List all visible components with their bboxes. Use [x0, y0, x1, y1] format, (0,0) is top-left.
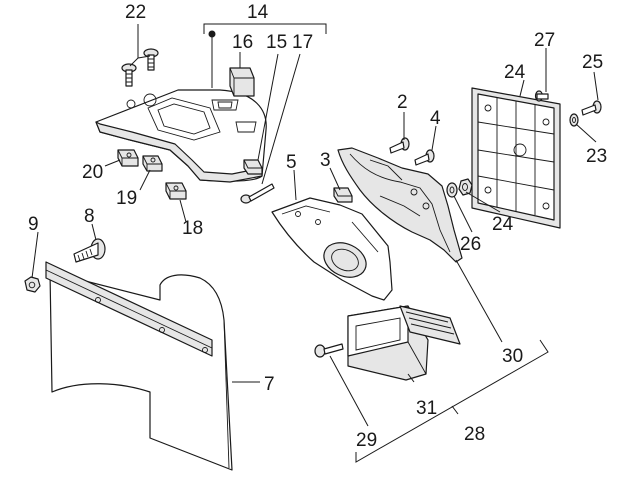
callout-15: 15: [266, 32, 287, 53]
callout-14: 14: [247, 2, 269, 23]
leader-lines: [31, 24, 599, 427]
callout-28: 28: [464, 424, 485, 445]
part-8-bolt: [73, 238, 106, 263]
callout-22: 22: [125, 2, 146, 23]
callout-17: 17: [292, 32, 313, 53]
callout-24-lower: 24: [492, 214, 514, 235]
part-5-side-panel: [271, 197, 393, 301]
callout-26: 26: [460, 234, 481, 255]
part-14-upper-tray: [95, 89, 267, 183]
callout-27: 27: [534, 30, 555, 51]
callout-29: 29: [356, 430, 377, 451]
callout-31: 31: [416, 398, 437, 419]
callout-4: 4: [430, 108, 441, 129]
callout-labels: 22 14 16 15 17 20 19 18 5 3 2 4 8 9 7 27…: [28, 2, 607, 451]
part-27-screw: [534, 90, 549, 102]
part-18-nut-clip: [165, 182, 187, 200]
callout-24-top: 24: [504, 62, 526, 83]
part-26-washer: [446, 182, 458, 198]
part-16-clip: [229, 67, 255, 97]
callout-8: 8: [84, 206, 95, 227]
mudflap-mounting-bar: [45, 261, 213, 357]
callout-20: 20: [82, 162, 103, 183]
part-7-mudflap: [49, 271, 233, 471]
callout-25: 25: [582, 52, 603, 73]
part-20-nut-clip: [117, 149, 139, 167]
part-30-housing: [337, 147, 463, 263]
group-bracket-14: [203, 23, 327, 38]
callout-2: 2: [397, 92, 408, 113]
callout-18: 18: [182, 218, 203, 239]
part-3-clip: [333, 187, 353, 203]
callout-7: 7: [264, 374, 275, 395]
callout-16: 16: [232, 32, 253, 53]
callout-9: 9: [28, 214, 39, 235]
part-29-screw: [314, 343, 344, 358]
part-24-plate-holder: [471, 87, 561, 229]
part-4-screw: [414, 149, 435, 166]
part-9-nut: [24, 276, 41, 293]
callout-19: 19: [116, 188, 137, 209]
part-24-nut: [458, 178, 473, 196]
part-22-screws: [121, 48, 159, 87]
part-15-clip: [243, 159, 263, 175]
callout-3: 3: [320, 150, 331, 171]
callout-23: 23: [586, 146, 607, 167]
part-2-screw: [389, 137, 410, 154]
reflector-lens: [399, 305, 461, 345]
part-17-rivet: [240, 183, 275, 204]
group-bracket-28: [355, 339, 549, 463]
part-25-screw: [581, 100, 602, 116]
callout-5: 5: [286, 152, 297, 173]
part-23-washer: [569, 113, 579, 127]
part-19-nut-clip: [142, 155, 163, 172]
callout-30: 30: [502, 346, 523, 367]
